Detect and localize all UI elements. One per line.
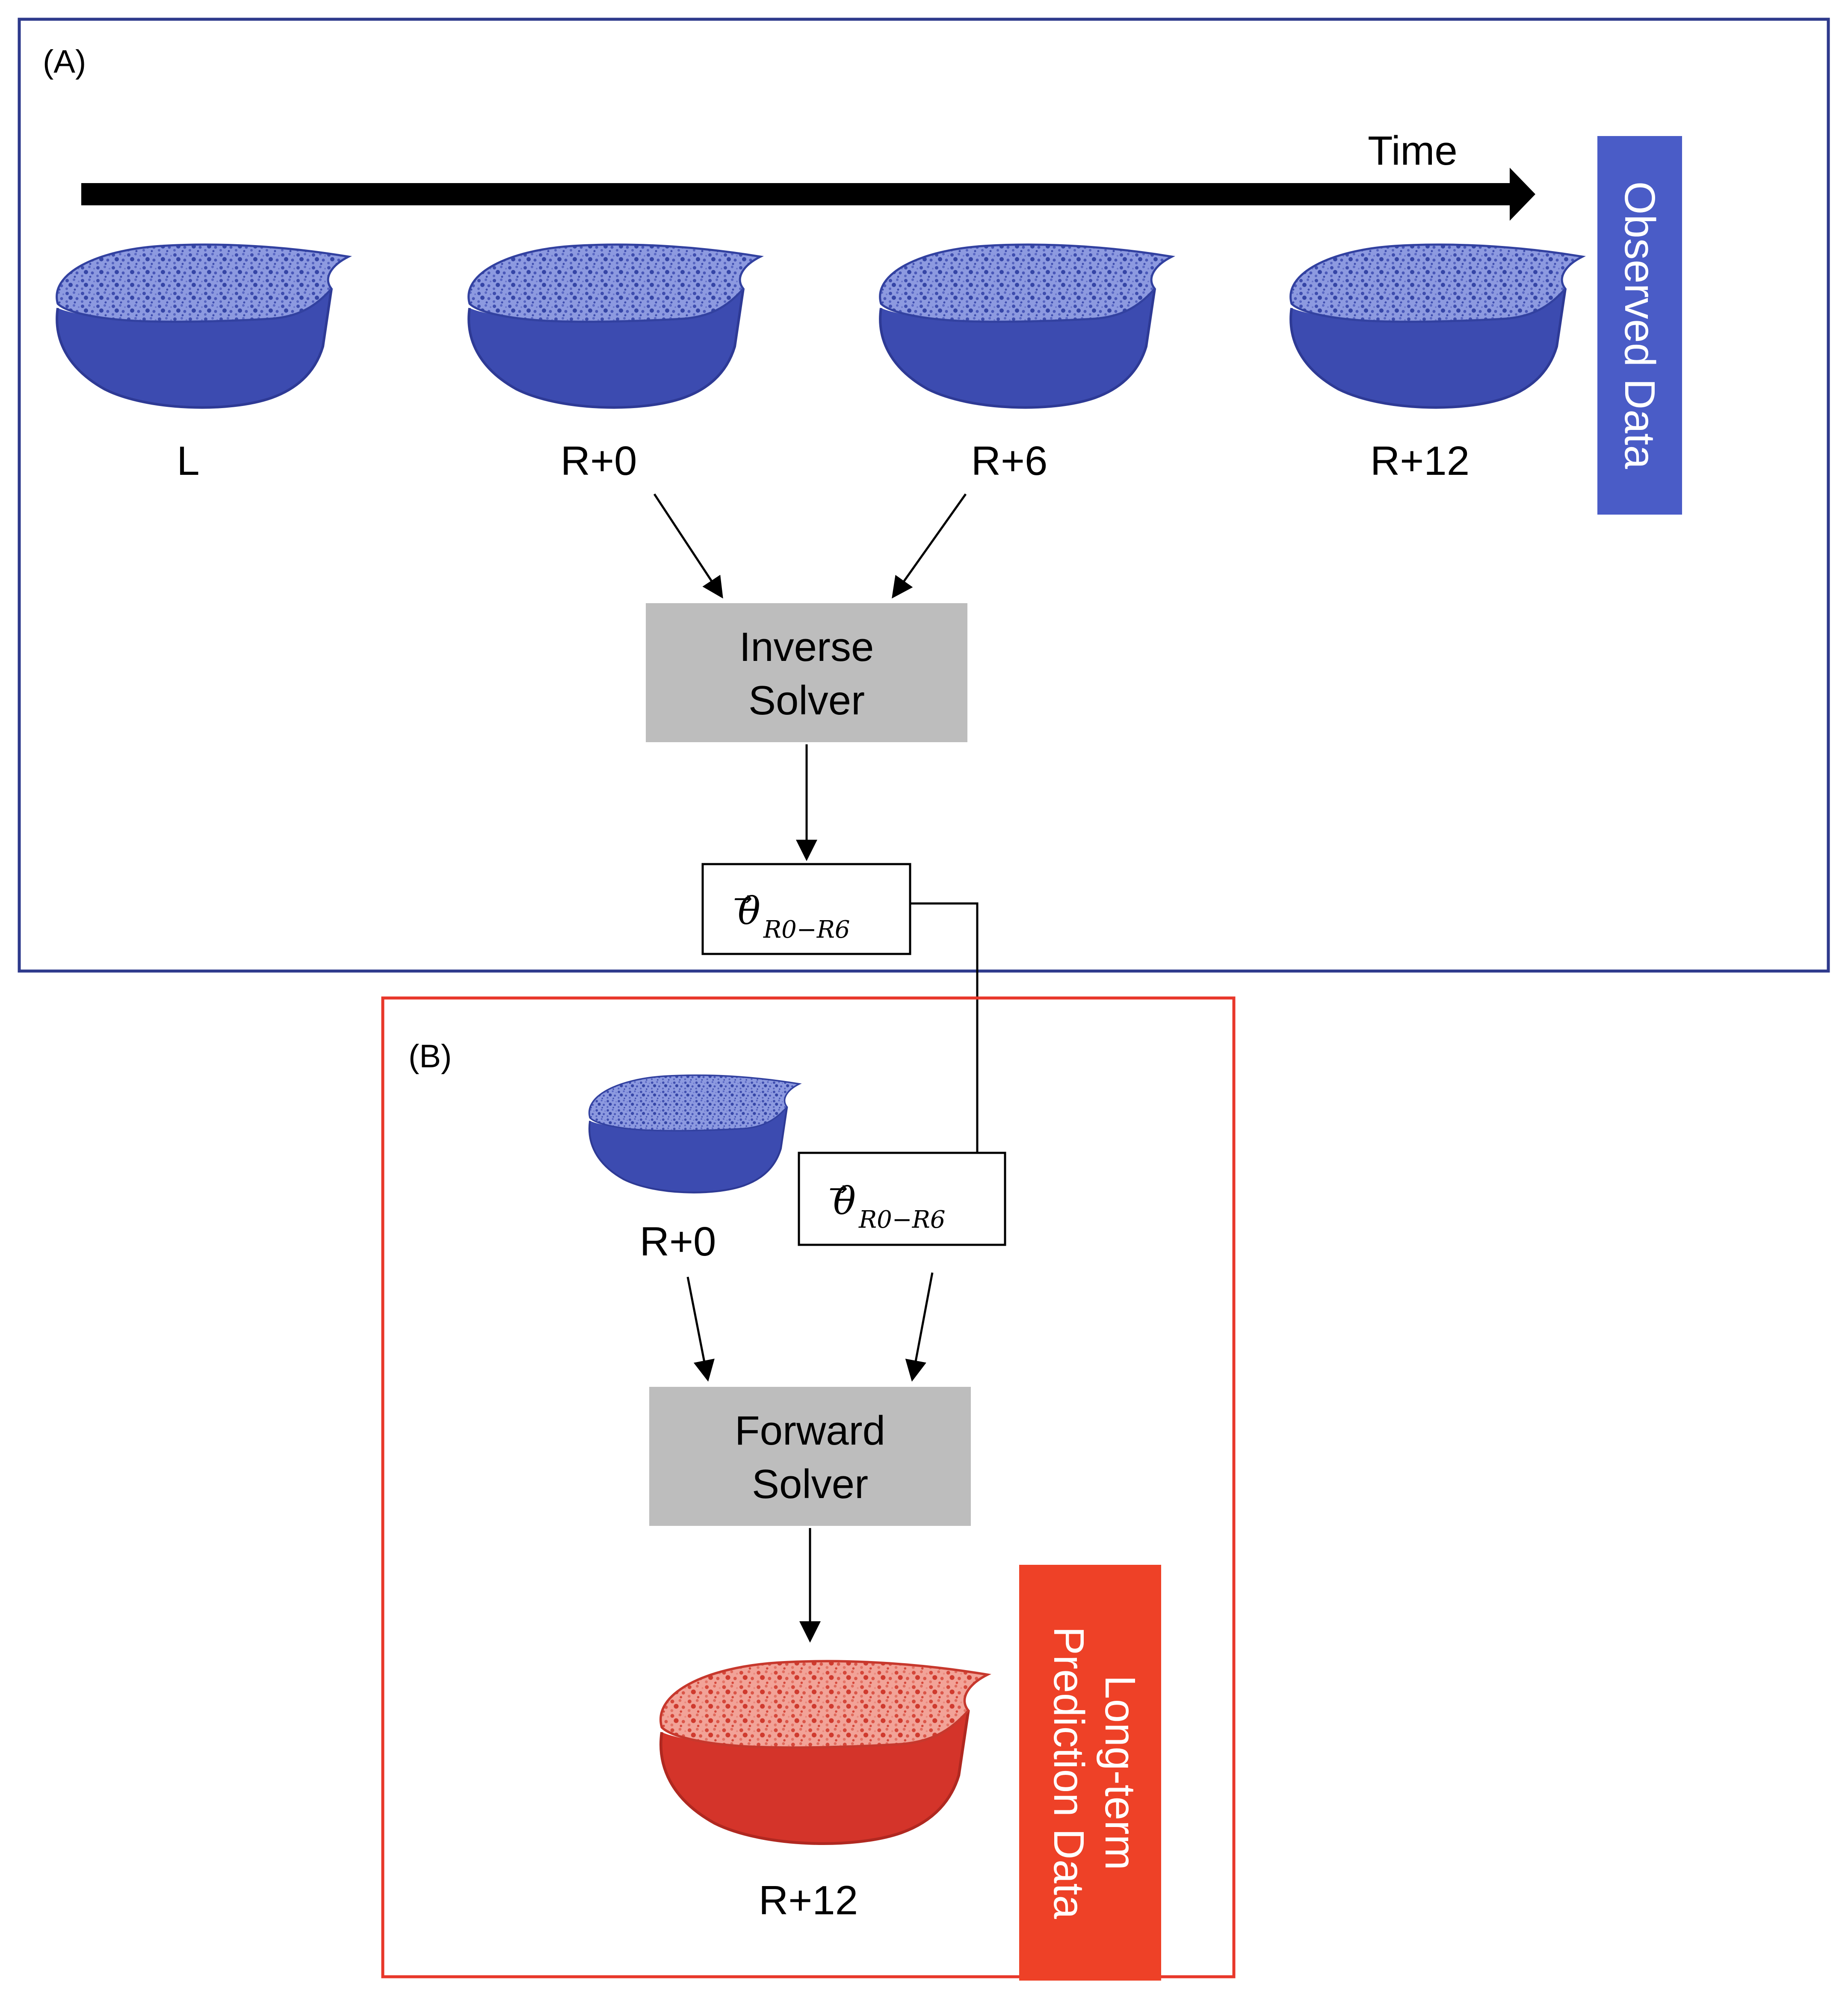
arrow-r0-to-forward <box>686 1276 715 1382</box>
panel-b-frame <box>381 996 1236 1978</box>
bone-sample-R12 <box>1291 245 1582 408</box>
prediction-label-line2: Prediction Data <box>1045 1626 1093 1919</box>
theta-a-subscript: R0−R6 <box>763 916 850 944</box>
theta-connector <box>910 902 979 1153</box>
panel-a-frame <box>18 18 1830 973</box>
theta-a-symbol: θ <box>738 889 760 933</box>
observed-data-bar <box>1597 136 1682 515</box>
arrow-r0-to-inverse <box>653 493 723 599</box>
inverse-solver-line1: Inverse <box>739 624 874 670</box>
arrow-theta-to-forward <box>905 1272 934 1382</box>
bone-sample-output-R12 <box>661 1661 988 1843</box>
bone-sample-input-R0 <box>589 1075 799 1193</box>
bone-sample-R0 <box>469 245 760 408</box>
bone-label-R6: R+6 <box>971 438 1048 484</box>
observed-data-label: Observed Data <box>1616 181 1664 469</box>
bone-label-R0: R+0 <box>561 438 637 484</box>
theta-b-subscript: R0−R6 <box>858 1206 946 1234</box>
panel-a-label: (A) <box>43 44 86 80</box>
time-arrow <box>81 168 1535 221</box>
arrow-r6-to-inverse <box>892 493 967 599</box>
bone-label-R12: R+12 <box>1370 438 1470 484</box>
prediction-data-bar <box>1019 1565 1161 1981</box>
forward-solver-box <box>649 1387 971 1526</box>
theta-b-symbol: θ <box>833 1179 856 1223</box>
forward-solver-line2: Solver <box>752 1461 868 1507</box>
bone-sample-R6 <box>880 245 1172 408</box>
theta-box-a <box>701 863 911 955</box>
forward-solver-line1: Forward <box>735 1408 885 1454</box>
panel-b-label: (B) <box>408 1038 452 1075</box>
theta-box-b <box>798 1152 1006 1246</box>
forward-input-label: R+0 <box>640 1219 716 1265</box>
forward-output-label: R+12 <box>759 1878 858 1923</box>
prediction-label-line1: Long-term <box>1096 1675 1144 1870</box>
inverse-solver-box <box>646 603 967 742</box>
time-label: Time <box>1368 128 1458 174</box>
bone-sample-L <box>57 245 349 408</box>
bone-label-L: L <box>177 438 199 484</box>
inverse-solver-line2: Solver <box>748 678 865 723</box>
